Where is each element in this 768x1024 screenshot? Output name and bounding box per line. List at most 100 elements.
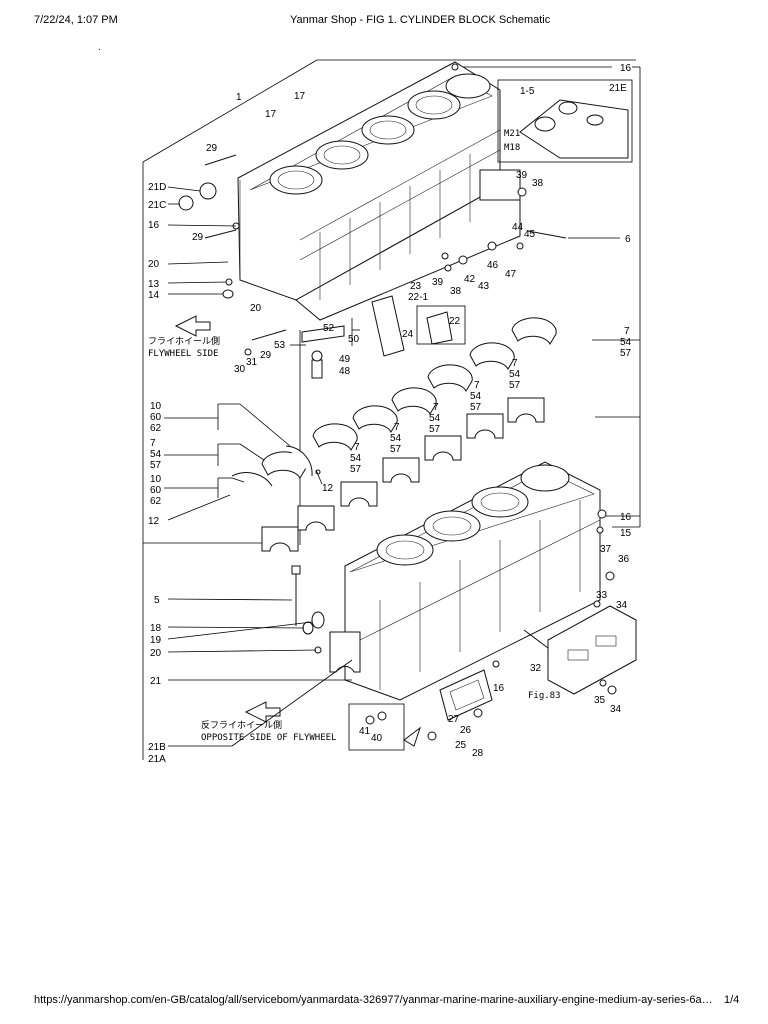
label-10b: 10	[150, 474, 162, 485]
label-38a: 38	[532, 178, 544, 189]
svg-text:57: 57	[429, 424, 441, 435]
label-16c: 16	[620, 512, 632, 523]
svg-text:54: 54	[470, 391, 482, 402]
label-57-right: 57	[620, 348, 632, 359]
label-46: 46	[487, 260, 499, 271]
label-20b: 20	[250, 303, 262, 314]
label-53: 53	[274, 340, 286, 351]
label-17a: 17	[265, 109, 277, 120]
lower-bores	[376, 464, 570, 566]
label-20c: 20	[150, 648, 162, 659]
svg-text:57: 57	[350, 464, 362, 475]
label-60b: 60	[150, 485, 162, 496]
callout-labels: 1 16 17 17 1-5 21E M21 M18 29 21D 21C 16…	[98, 42, 632, 765]
label-29a: 29	[206, 143, 218, 154]
label-m18: M18	[504, 143, 520, 153]
label-36: 36	[618, 554, 630, 565]
label-30: 30	[234, 364, 246, 375]
svg-text:7: 7	[354, 442, 360, 453]
label-62b: 62	[150, 496, 162, 507]
label-48: 48	[339, 366, 351, 377]
label-7-left: 7	[150, 438, 156, 449]
label-31: 31	[246, 357, 258, 368]
label-21: 21	[150, 676, 162, 687]
upper-bearing-shells	[261, 317, 557, 480]
label-13: 13	[148, 279, 160, 290]
label-16a: 16	[620, 63, 632, 74]
plug-21d	[199, 182, 217, 200]
label-37: 37	[600, 544, 612, 555]
label-39a: 39	[516, 170, 528, 181]
inset-41-40	[348, 703, 421, 751]
label-16b: 16	[148, 220, 160, 231]
label-44: 44	[512, 222, 524, 233]
label-22: 22	[449, 316, 461, 327]
label-54-left: 54	[150, 449, 162, 460]
svg-text:57: 57	[470, 402, 482, 413]
label-10a: 10	[150, 401, 162, 412]
bearing-callout-4: 7 54 57	[390, 422, 402, 455]
label-21e: 21E	[609, 83, 627, 94]
svg-text:54: 54	[350, 453, 362, 464]
opposite-side-en: OPPOSITE SIDE OF FLYWHEEL	[201, 733, 336, 743]
label-62a: 62	[150, 423, 162, 434]
label-21c: 21C	[148, 200, 166, 211]
flywheel-side-en: FLYWHEEL SIDE	[148, 349, 218, 359]
label-5: 5	[154, 595, 160, 606]
opposite-side-jp: 反フライホイール側	[201, 719, 282, 731]
label-42: 42	[464, 274, 476, 285]
label-17b: 17	[294, 91, 306, 102]
label-50: 50	[348, 334, 360, 345]
upper-bores	[269, 73, 491, 195]
label-m21: M21	[504, 129, 520, 139]
label-1: 1	[236, 92, 242, 103]
svg-text:54: 54	[390, 433, 402, 444]
upper-cylinder-block	[237, 61, 521, 321]
label-14: 14	[148, 290, 160, 301]
label-21d: 21D	[148, 182, 166, 193]
label-23: 23	[410, 281, 422, 292]
label-34a: 34	[616, 600, 628, 611]
label-19: 19	[150, 635, 162, 646]
bearing-callout-1: 7 54 57	[509, 358, 521, 391]
lower-small-parts	[291, 509, 623, 741]
svg-text:7: 7	[433, 402, 439, 413]
label-45: 45	[524, 229, 536, 240]
label-39b: 39	[432, 277, 444, 288]
label-12b: 12	[148, 516, 160, 527]
flywheel-side-marker: フライホイール側 FLYWHEEL SIDE	[148, 315, 220, 359]
svg-text:57: 57	[390, 444, 402, 455]
page-title: Yanmar Shop - FIG 1. CYLINDER BLOCK Sche…	[290, 14, 551, 26]
bearing-callout-3: 7 54 57	[429, 402, 441, 435]
label-47: 47	[505, 269, 517, 280]
side-cover-27	[439, 669, 493, 721]
label-20a: 20	[148, 259, 160, 270]
label-28: 28	[472, 748, 484, 759]
svg-text:54: 54	[509, 369, 521, 380]
label-40: 40	[371, 733, 383, 744]
lower-cylinder-block	[329, 461, 601, 701]
label-29b: 29	[192, 232, 204, 243]
stray-dot: .	[98, 42, 101, 53]
label-29c: 29	[260, 350, 272, 361]
svg-text:57: 57	[509, 380, 521, 391]
left-leaders	[164, 186, 360, 747]
label-25: 25	[455, 740, 467, 751]
label-6: 6	[625, 234, 631, 245]
label-35: 35	[594, 695, 606, 706]
svg-text:54: 54	[429, 413, 441, 424]
label-12a: 12	[322, 483, 334, 494]
label-38b: 38	[450, 286, 462, 297]
label-fig83: Fig.83	[528, 691, 561, 701]
inset-detail-box	[497, 79, 633, 163]
label-49: 49	[339, 354, 351, 365]
label-57-left: 57	[150, 460, 162, 471]
svg-text:7: 7	[394, 422, 400, 433]
label-7-right: 7	[624, 326, 630, 337]
label-22-1: 22-1	[408, 292, 428, 303]
label-16d: 16	[493, 683, 505, 694]
label-18: 18	[150, 623, 162, 634]
footer-url[interactable]: https://yanmarshop.com/en-GB/catalog/all…	[34, 994, 714, 1006]
label-1-5: 1-5	[520, 86, 535, 97]
bearing-callout-5: 7 54 57	[350, 442, 362, 475]
